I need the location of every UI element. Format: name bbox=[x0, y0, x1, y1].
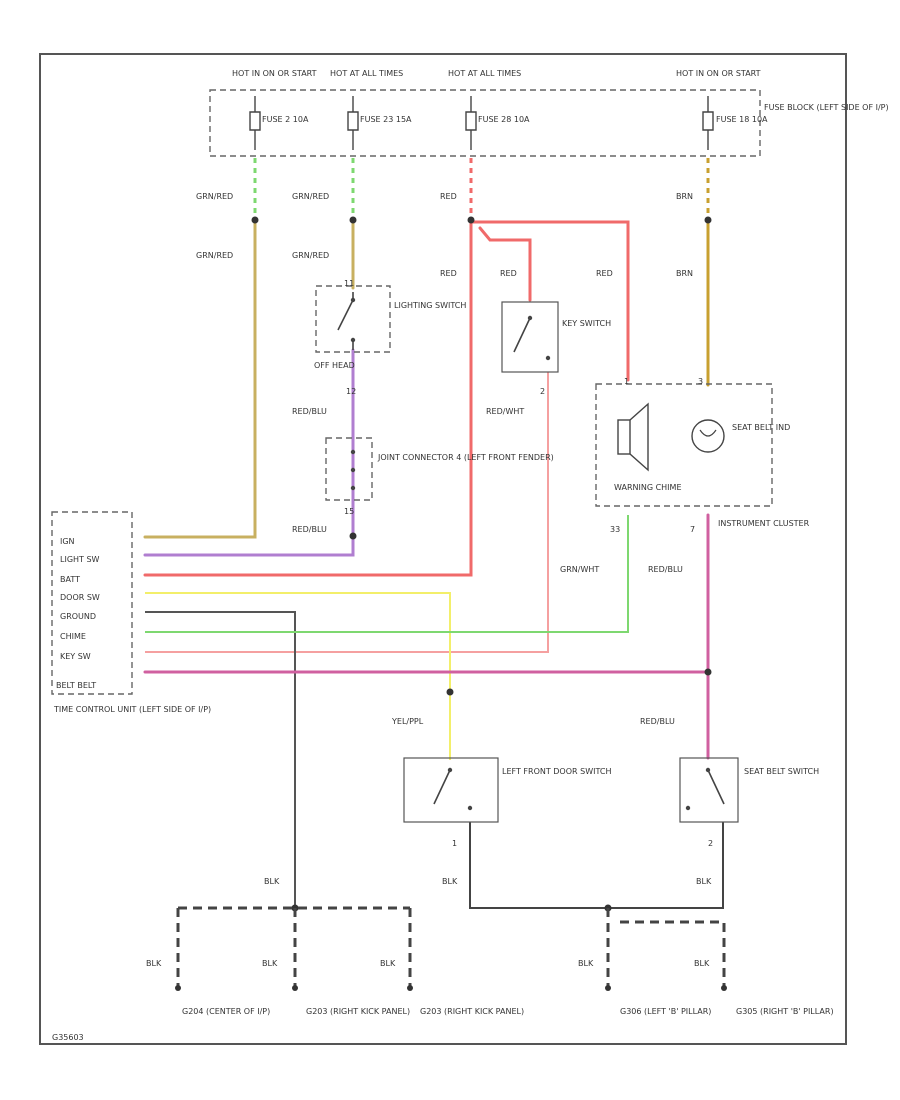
speaker-icon bbox=[617, 419, 631, 455]
door-pin-bottom: 1 bbox=[452, 839, 457, 848]
seat-belt-switch-label: SEAT BELT SWITCH bbox=[744, 767, 819, 776]
label-blk-2: BLK bbox=[442, 877, 458, 886]
label-red-2: RED bbox=[440, 269, 457, 278]
label-yel-ppl: YEL/PPL bbox=[391, 717, 424, 726]
fuse-feed-label-1: HOT IN ON OR START bbox=[232, 69, 317, 78]
lighting-switch-label: LIGHTING SWITCH bbox=[394, 301, 466, 310]
fuse-block-label: FUSE BLOCK (LEFT SIDE OF I/P) bbox=[764, 103, 889, 112]
label-red-blu-1: RED/BLU bbox=[292, 407, 327, 416]
label-blk-3: BLK bbox=[696, 877, 712, 886]
tcu-pin-6: CHIME bbox=[60, 632, 86, 641]
tcu-pin-3: BATT bbox=[60, 575, 80, 584]
label-brn-1: BRN bbox=[676, 192, 693, 201]
joint-connector-label: JOINT CONNECTOR 4 (LEFT FRONT FENDER) bbox=[377, 453, 554, 462]
tcu-pin-2: LIGHT SW bbox=[60, 555, 100, 564]
key-switch: KEY SWITCH 2 bbox=[501, 301, 611, 396]
seat-belt-lamp-icon bbox=[691, 419, 725, 453]
fuse-label-2: FUSE 23 15A bbox=[360, 115, 412, 124]
fuse-label-4: FUSE 18 10A bbox=[716, 115, 768, 124]
diagram-number: G35603 bbox=[52, 1033, 84, 1042]
fuse-feed-label-3: HOT AT ALL TIMES bbox=[448, 69, 521, 78]
chime-pin-bottom: 33 bbox=[610, 525, 620, 534]
fuse-feed-label-4: HOT IN ON OR START bbox=[676, 69, 761, 78]
label-blk-1: BLK bbox=[264, 877, 280, 886]
seat-belt-switch: SEAT BELT SWITCH 2 bbox=[679, 757, 819, 848]
jc-pin-bottom: 15 bbox=[344, 507, 354, 516]
tcu-pin-7: KEY SW bbox=[60, 652, 91, 661]
key-pin-bottom: 2 bbox=[540, 387, 545, 396]
label-blk-6: BLK bbox=[380, 959, 396, 968]
ground-label-2: G203 (RIGHT KICK PANEL) bbox=[306, 1007, 410, 1016]
label-red-wht-1: RED/WHT bbox=[486, 407, 524, 416]
belt-sw-pin-bottom: 2 bbox=[708, 839, 713, 848]
label-blk-5: BLK bbox=[262, 959, 278, 968]
instrument-cluster-label: INSTRUMENT CLUSTER bbox=[718, 519, 810, 528]
ground-network bbox=[175, 906, 727, 991]
tcu-pin-4: DOOR SW bbox=[60, 593, 100, 602]
chime-pin-top: 1 bbox=[624, 377, 629, 386]
tcu-pin-5: GROUND bbox=[60, 612, 96, 621]
label-grn-red-1: GRN/RED bbox=[196, 192, 233, 201]
label-brn-2: BRN bbox=[676, 269, 693, 278]
belt-pin-top: 3 bbox=[698, 377, 703, 386]
time-control-unit: IGN LIGHT SW BATT DOOR SW GROUND CHIME K… bbox=[51, 511, 211, 714]
tcu-label: TIME CONTROL UNIT (LEFT SIDE OF I/P) bbox=[53, 705, 211, 714]
chime-horn bbox=[629, 402, 649, 472]
label-blk-8: BLK bbox=[694, 959, 710, 968]
label-grn-red-4: GRN/RED bbox=[292, 251, 329, 260]
lighting-switch-positions: OFF HEAD bbox=[314, 361, 355, 370]
label-blk-4: BLK bbox=[146, 959, 162, 968]
fuse-label-1: FUSE 2 10A bbox=[262, 115, 309, 124]
label-red-blu-3: RED/BLU bbox=[648, 565, 683, 574]
label-red-3: RED bbox=[500, 269, 517, 278]
belt-pin-bottom: 7 bbox=[690, 525, 695, 534]
warning-chime-label: WARNING CHIME bbox=[614, 483, 682, 492]
ls-pin-bottom: 12 bbox=[346, 387, 356, 396]
tcu-pin-8: BELT BELT bbox=[56, 681, 96, 690]
label-blk-7: BLK bbox=[578, 959, 594, 968]
ls-pin-top: 11 bbox=[344, 279, 354, 288]
fuse-feed-label-2: HOT AT ALL TIMES bbox=[330, 69, 403, 78]
ground-label-5: G305 (RIGHT 'B' PILLAR) bbox=[736, 1007, 834, 1016]
joint-connector: JOINT CONNECTOR 4 (LEFT FRONT FENDER) 15 bbox=[325, 437, 554, 516]
splice-dots bbox=[251, 216, 712, 912]
fuse-label-3: FUSE 28 10A bbox=[478, 115, 530, 124]
ground-label-3: G203 (RIGHT KICK PANEL) bbox=[420, 1007, 524, 1016]
key-switch-label: KEY SWITCH bbox=[562, 319, 611, 328]
lighting-switch: 11 12 LIGHTING SWITCH OFF HEAD bbox=[314, 279, 466, 396]
label-red-1: RED bbox=[440, 192, 457, 201]
ground-label-1: G204 (CENTER OF I/P) bbox=[182, 1007, 270, 1016]
instrument-cluster: 1 3 WARNING CHIME SEAT BELT IND 33 7 INS… bbox=[595, 377, 810, 534]
label-red-4: RED bbox=[596, 269, 613, 278]
door-switch-label: LEFT FRONT DOOR SWITCH bbox=[502, 767, 612, 776]
fuse-block-outline bbox=[209, 89, 761, 157]
label-grn-wht: GRN/WHT bbox=[560, 565, 599, 574]
label-red-blu-2: RED/BLU bbox=[292, 525, 327, 534]
door-switch: LEFT FRONT DOOR SWITCH 1 bbox=[403, 757, 612, 848]
seat-belt-ind-label: SEAT BELT IND bbox=[732, 423, 790, 432]
fuse-symbols bbox=[249, 96, 714, 150]
diagram-frame bbox=[39, 53, 847, 1045]
label-grn-red-2: GRN/RED bbox=[196, 251, 233, 260]
label-grn-red-3: GRN/RED bbox=[292, 192, 329, 201]
label-red-blu-4: RED/BLU bbox=[640, 717, 675, 726]
tcu-pin-1: IGN bbox=[60, 537, 75, 546]
ground-label-4: G306 (LEFT 'B' PILLAR) bbox=[620, 1007, 711, 1016]
